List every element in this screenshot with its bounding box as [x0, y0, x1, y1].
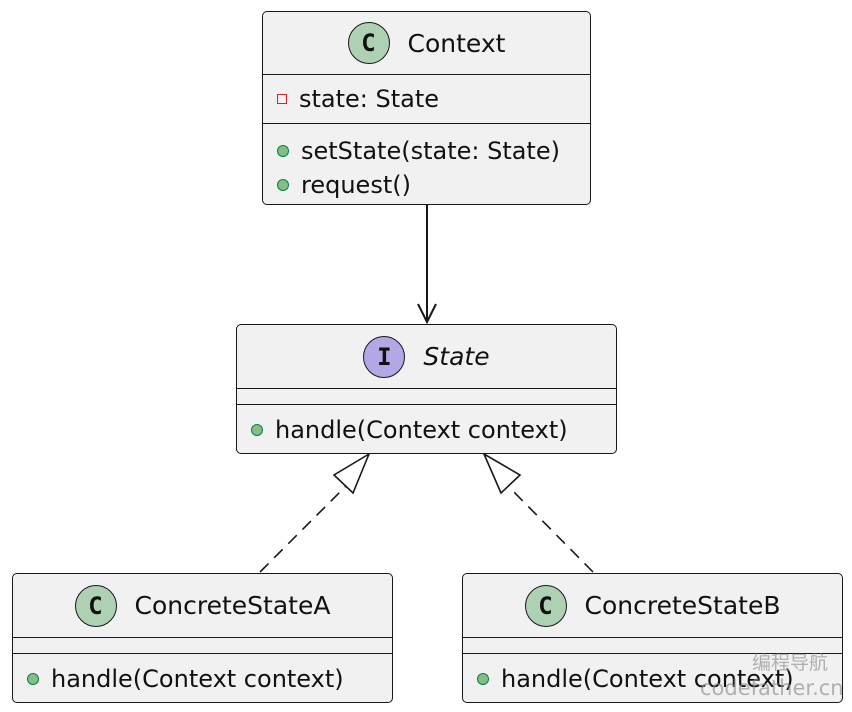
interface-state-methods: handle(Context context) [237, 405, 616, 447]
field-row: state: State [277, 85, 590, 113]
association-context-state [417, 204, 437, 325]
method-text: request() [301, 171, 411, 199]
interface-state-header: I State [237, 325, 616, 389]
method-text: handle(Context context) [501, 665, 794, 693]
class-context-header: C Context [263, 12, 590, 75]
public-visibility-icon [277, 179, 289, 191]
method-text: handle(Context context) [51, 665, 344, 693]
interface-stereotype-icon: I [363, 335, 406, 378]
method-row: request() [277, 168, 590, 202]
method-row: handle(Context context) [27, 662, 392, 696]
method-text: handle(Context context) [275, 416, 568, 444]
class-stereotype-icon: C [524, 584, 567, 627]
class-concrete-state-b[interactable]: C ConcreteStateB handle(Context context) [462, 573, 843, 703]
method-row: handle(Context context) [251, 413, 616, 447]
public-visibility-icon [251, 424, 263, 436]
class-name: Context [407, 28, 506, 58]
class-concrete-state-b-header: C ConcreteStateB [463, 574, 842, 638]
public-visibility-icon [277, 145, 289, 157]
method-text: setState(state: State) [301, 137, 560, 165]
class-context-methods: setState(state: State) request() [263, 124, 590, 202]
interface-state-fields [237, 389, 616, 405]
private-visibility-icon [277, 94, 287, 104]
class-context-fields: state: State [263, 75, 590, 124]
class-stereotype-icon: C [347, 22, 390, 64]
field-text: state: State [299, 85, 440, 113]
class-concrete-state-a-fields [13, 638, 392, 654]
realization-b-state [482, 452, 594, 573]
class-concrete-state-b-methods: handle(Context context) [463, 654, 842, 696]
interface-state[interactable]: I State handle(Context context) [236, 324, 617, 454]
interface-name: State [423, 342, 490, 371]
class-concrete-state-a-header: C ConcreteStateA [13, 574, 392, 638]
class-concrete-state-b-fields [463, 638, 842, 654]
class-concrete-state-a-methods: handle(Context context) [13, 654, 392, 696]
class-stereotype-icon: C [74, 584, 117, 627]
public-visibility-icon [27, 673, 39, 685]
class-name: ConcreteStateA [134, 591, 331, 620]
realization-a-state [259, 452, 371, 573]
class-concrete-state-a[interactable]: C ConcreteStateA handle(Context context) [12, 573, 393, 703]
class-name: ConcreteStateB [584, 591, 781, 620]
method-row: setState(state: State) [277, 134, 590, 168]
method-row: handle(Context context) [477, 662, 842, 696]
public-visibility-icon [477, 673, 489, 685]
class-context[interactable]: C Context state: State setState(state: S… [262, 11, 591, 205]
watermark-line-1: 编程导航 [752, 652, 829, 674]
watermark-line-2: codefather.cn [700, 676, 844, 700]
